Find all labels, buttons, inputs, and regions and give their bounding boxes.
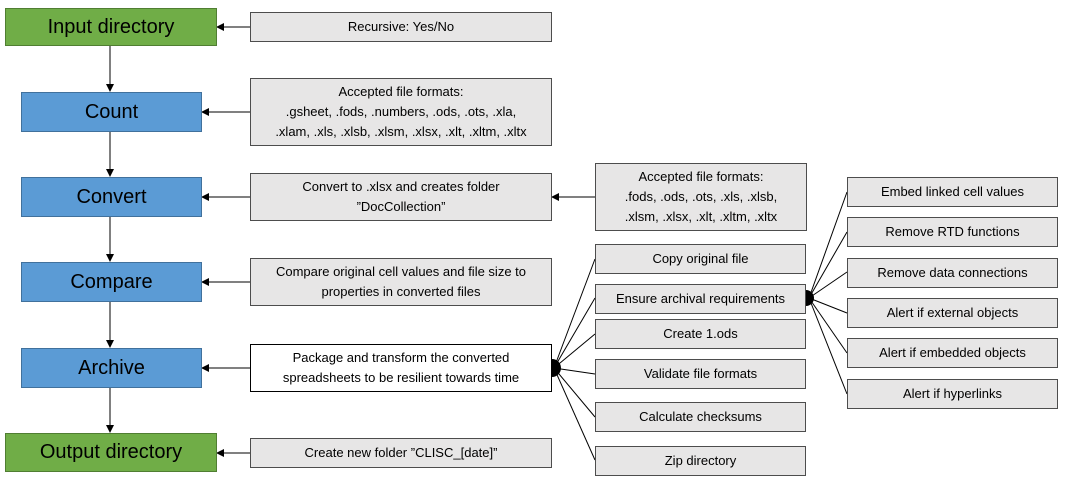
note-archive-description: Package and transform the converted spre… [250, 344, 552, 392]
requirement-embed-linked-values: Embed linked cell values [847, 177, 1058, 207]
note-convert-description: Convert to .xlsx and creates folder ”Doc… [250, 173, 552, 221]
archive-step-ensure-requirements: Ensure archival requirements [595, 284, 806, 314]
note-count-formats: Accepted file formats: .gsheet, .fods, .… [250, 78, 552, 146]
fan-junction-requirements [806, 290, 814, 306]
requirement-alert-hyperlinks: Alert if hyperlinks [847, 379, 1058, 409]
step-compare: Compare [21, 262, 202, 302]
note-count-formats-line-1: Accepted file formats: [338, 83, 464, 99]
archive-step-validate-formats: Validate file formats [595, 359, 806, 389]
note-compare-description-line-2: properties in converted files [321, 284, 481, 299]
note-count-formats-line-2: .gsheet, .fods, .numbers, .ods, .ots, .x… [285, 103, 517, 119]
note-convert-formats-line-2: .fods, .ods, .ots, .xls, .xlsb, [624, 188, 778, 204]
archive-step-zip-directory: Zip directory [595, 446, 806, 476]
note-count-formats-line-3: .xlam, .xls, .xlsb, .xlsm, .xlsx, .xlt, … [275, 124, 527, 140]
note-output-description: Create new folder ”CLISC_[date]” [250, 438, 552, 468]
note-compare-description: Compare original cell values and file si… [250, 258, 552, 306]
requirement-alert-external-objects: Alert if external objects [847, 298, 1058, 328]
requirement-remove-data-connections: Remove data connections [847, 258, 1058, 288]
note-convert-formats-line-3: .xlsm, .xlsx, .xlt, .xltm, .xltx [624, 209, 778, 225]
archive-step-create-ods: Create 1.ods [595, 319, 806, 349]
requirement-remove-rtd: Remove RTD functions [847, 217, 1058, 247]
note-archive-description-line-2: spreadsheets to be resilient towards tim… [282, 370, 520, 385]
step-convert: Convert [21, 177, 202, 217]
step-input-directory: Input directory [5, 8, 217, 46]
note-convert-description-line-2: ”DocCollection” [356, 199, 446, 214]
note-convert-description-line-1: Convert to .xlsx and creates folder [302, 178, 500, 194]
fan-junction-archive [552, 359, 561, 377]
note-recursive: Recursive: Yes/No [250, 12, 552, 42]
step-count: Count [21, 92, 202, 132]
requirement-alert-embedded-objects: Alert if embedded objects [847, 338, 1058, 368]
note-convert-formats: Accepted file formats: .fods, .ods, .ots… [595, 163, 807, 231]
note-compare-description-line-1: Compare original cell values and file si… [275, 263, 526, 279]
archive-step-copy-original: Copy original file [595, 244, 806, 274]
step-archive: Archive [21, 348, 202, 388]
note-archive-description-line-1: Package and transform the converted [292, 349, 510, 365]
step-output-directory: Output directory [5, 433, 217, 472]
archive-step-calculate-checksums: Calculate checksums [595, 402, 806, 432]
note-convert-formats-line-1: Accepted file formats: [638, 168, 764, 184]
